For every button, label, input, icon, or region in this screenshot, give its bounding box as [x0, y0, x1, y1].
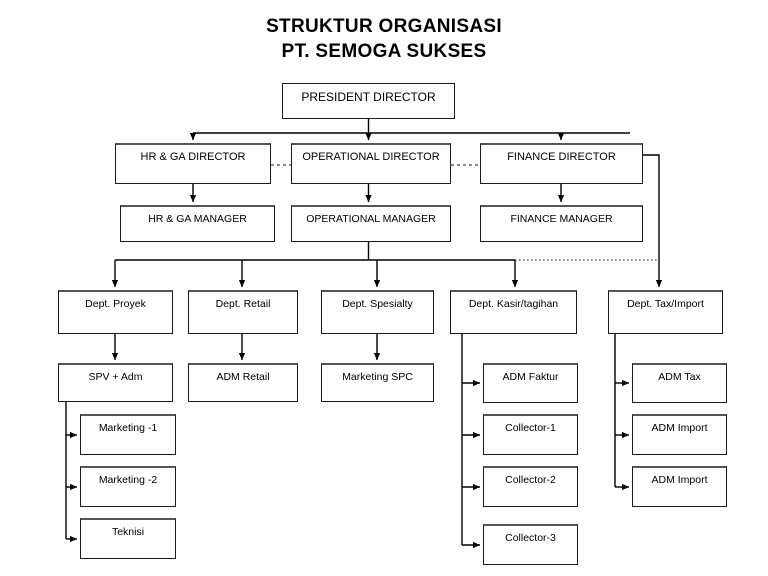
node-marketing-2[interactable]: Marketing -2 — [80, 466, 176, 507]
node-label: HR & GA DIRECTOR — [140, 151, 246, 163]
node-adm-retail[interactable]: ADM Retail — [188, 363, 298, 402]
node-adm-faktur[interactable]: ADM Faktur — [483, 363, 578, 403]
node-label: ADM Retail — [216, 371, 270, 383]
node-label: Teknisi — [111, 526, 145, 538]
node-label: Dept. Proyek — [85, 298, 146, 310]
node-label: ADM Import — [651, 422, 708, 434]
node-marketing-1[interactable]: Marketing -1 — [80, 414, 176, 455]
node-president-director[interactable]: PRESIDENT DIRECTOR — [282, 83, 455, 119]
node-label: ADM Faktur — [502, 371, 559, 383]
node-collector-1[interactable]: Collector-1 — [483, 414, 578, 455]
node-dept-tax-import[interactable]: Dept. Tax/Import — [608, 290, 723, 334]
node-label: Collector-3 — [505, 532, 556, 544]
node-operational-director[interactable]: OPERATIONAL DIRECTOR — [291, 143, 451, 184]
node-label: Marketing SPC — [342, 371, 413, 383]
node-adm-tax[interactable]: ADM Tax — [632, 363, 727, 403]
node-label: Collector-2 — [505, 474, 556, 486]
node-label: ADM Tax — [658, 371, 701, 383]
node-finance-manager[interactable]: FINANCE MANAGER — [480, 205, 643, 242]
node-dept-retail[interactable]: Dept. Retail — [188, 290, 298, 334]
page-title: STRUKTUR ORGANISASI PT. SEMOGA SUKSES — [266, 16, 502, 62]
node-finance-director[interactable]: FINANCE DIRECTOR — [480, 143, 643, 184]
node-collector-2[interactable]: Collector-2 — [483, 466, 578, 507]
node-label: OPERATIONAL MANAGER — [306, 213, 436, 225]
node-label: Dept. Spesialty — [342, 298, 413, 310]
node-label: HR & GA MANAGER — [148, 213, 247, 225]
node-label: Collector-1 — [505, 422, 556, 434]
node-operational-manager[interactable]: OPERATIONAL MANAGER — [291, 205, 451, 242]
node-teknisi[interactable]: Teknisi — [80, 518, 176, 559]
node-label: ADM Import — [651, 474, 708, 486]
node-dept-spesialty[interactable]: Dept. Spesialty — [321, 290, 434, 334]
node-label: Dept. Kasir/tagihan — [468, 298, 559, 310]
node-label: Marketing -2 — [98, 474, 158, 486]
node-label: SPV + Adm — [88, 371, 143, 383]
node-adm-import-2[interactable]: ADM Import — [632, 466, 727, 507]
node-label: Dept. Tax/Import — [627, 298, 704, 310]
node-label: PRESIDENT DIRECTOR — [301, 90, 436, 104]
node-adm-import-1[interactable]: ADM Import — [632, 414, 727, 455]
node-label: OPERATIONAL DIRECTOR — [302, 151, 440, 163]
node-dept-proyek[interactable]: Dept. Proyek — [58, 290, 173, 334]
node-label: Dept. Retail — [215, 298, 271, 310]
node-marketing-spc[interactable]: Marketing SPC — [321, 363, 434, 402]
node-dept-kasir-tagihan[interactable]: Dept. Kasir/tagihan — [450, 290, 577, 334]
node-hr-ga-director[interactable]: HR & GA DIRECTOR — [115, 143, 271, 184]
node-label: FINANCE MANAGER — [510, 213, 613, 225]
node-spv-adm[interactable]: SPV + Adm — [58, 363, 173, 402]
node-label: Marketing -1 — [98, 422, 158, 434]
node-hr-ga-manager[interactable]: HR & GA MANAGER — [120, 205, 275, 242]
node-label: FINANCE DIRECTOR — [507, 151, 616, 163]
node-collector-3[interactable]: Collector-3 — [483, 524, 578, 565]
